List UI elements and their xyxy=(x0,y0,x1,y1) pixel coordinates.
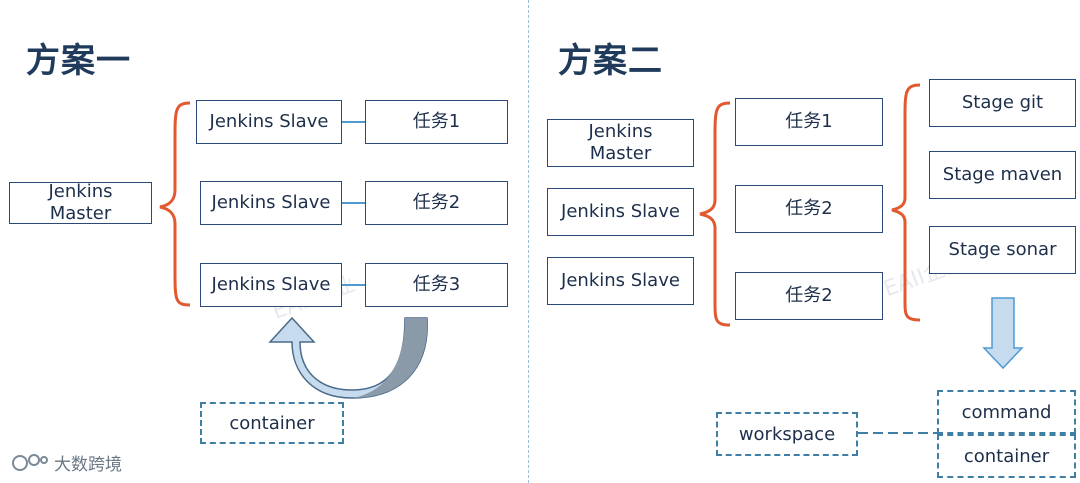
page-title: 方案一 xyxy=(26,41,131,81)
jenkins-master-box: Jenkins Master xyxy=(547,119,694,167)
down-arrow xyxy=(982,297,1024,370)
return-arrow-shade xyxy=(352,318,428,398)
mid-brace xyxy=(699,101,731,327)
container-box: container xyxy=(937,434,1076,478)
jenkins-slave-box: Jenkins Slave xyxy=(547,188,694,236)
jenkins-slave-box: Jenkins Slave xyxy=(200,263,342,307)
page-title: 方案二 xyxy=(558,41,663,81)
command-box: command xyxy=(937,390,1076,434)
right-brace xyxy=(891,83,921,322)
jenkins-slave-box: Jenkins Slave xyxy=(200,181,342,225)
task-box: 任务2 xyxy=(365,181,508,225)
task-box: 任务2 xyxy=(735,185,883,233)
brand-logo: 大数跨境 xyxy=(10,450,122,475)
jenkins-slave-box: Jenkins Slave xyxy=(196,100,342,144)
container-box: container xyxy=(200,402,344,444)
jenkins-slave-box: Jenkins Slave xyxy=(547,257,694,305)
logo-text: 大数跨境 xyxy=(54,455,122,475)
left-brace xyxy=(159,101,191,307)
logo-icon xyxy=(12,453,48,471)
task-box: 任务1 xyxy=(365,100,508,144)
task-box: 任务1 xyxy=(735,98,883,146)
stage-box: Stage git xyxy=(929,79,1076,127)
workspace-box: workspace xyxy=(716,412,858,456)
center-divider xyxy=(528,0,529,483)
stage-box: Stage maven xyxy=(929,151,1076,199)
task-box: 任务3 xyxy=(365,263,508,307)
stage-box: Stage sonar xyxy=(929,226,1076,274)
jenkins-master-box: Jenkins Master xyxy=(9,181,152,224)
task-box: 任务2 xyxy=(735,272,883,320)
